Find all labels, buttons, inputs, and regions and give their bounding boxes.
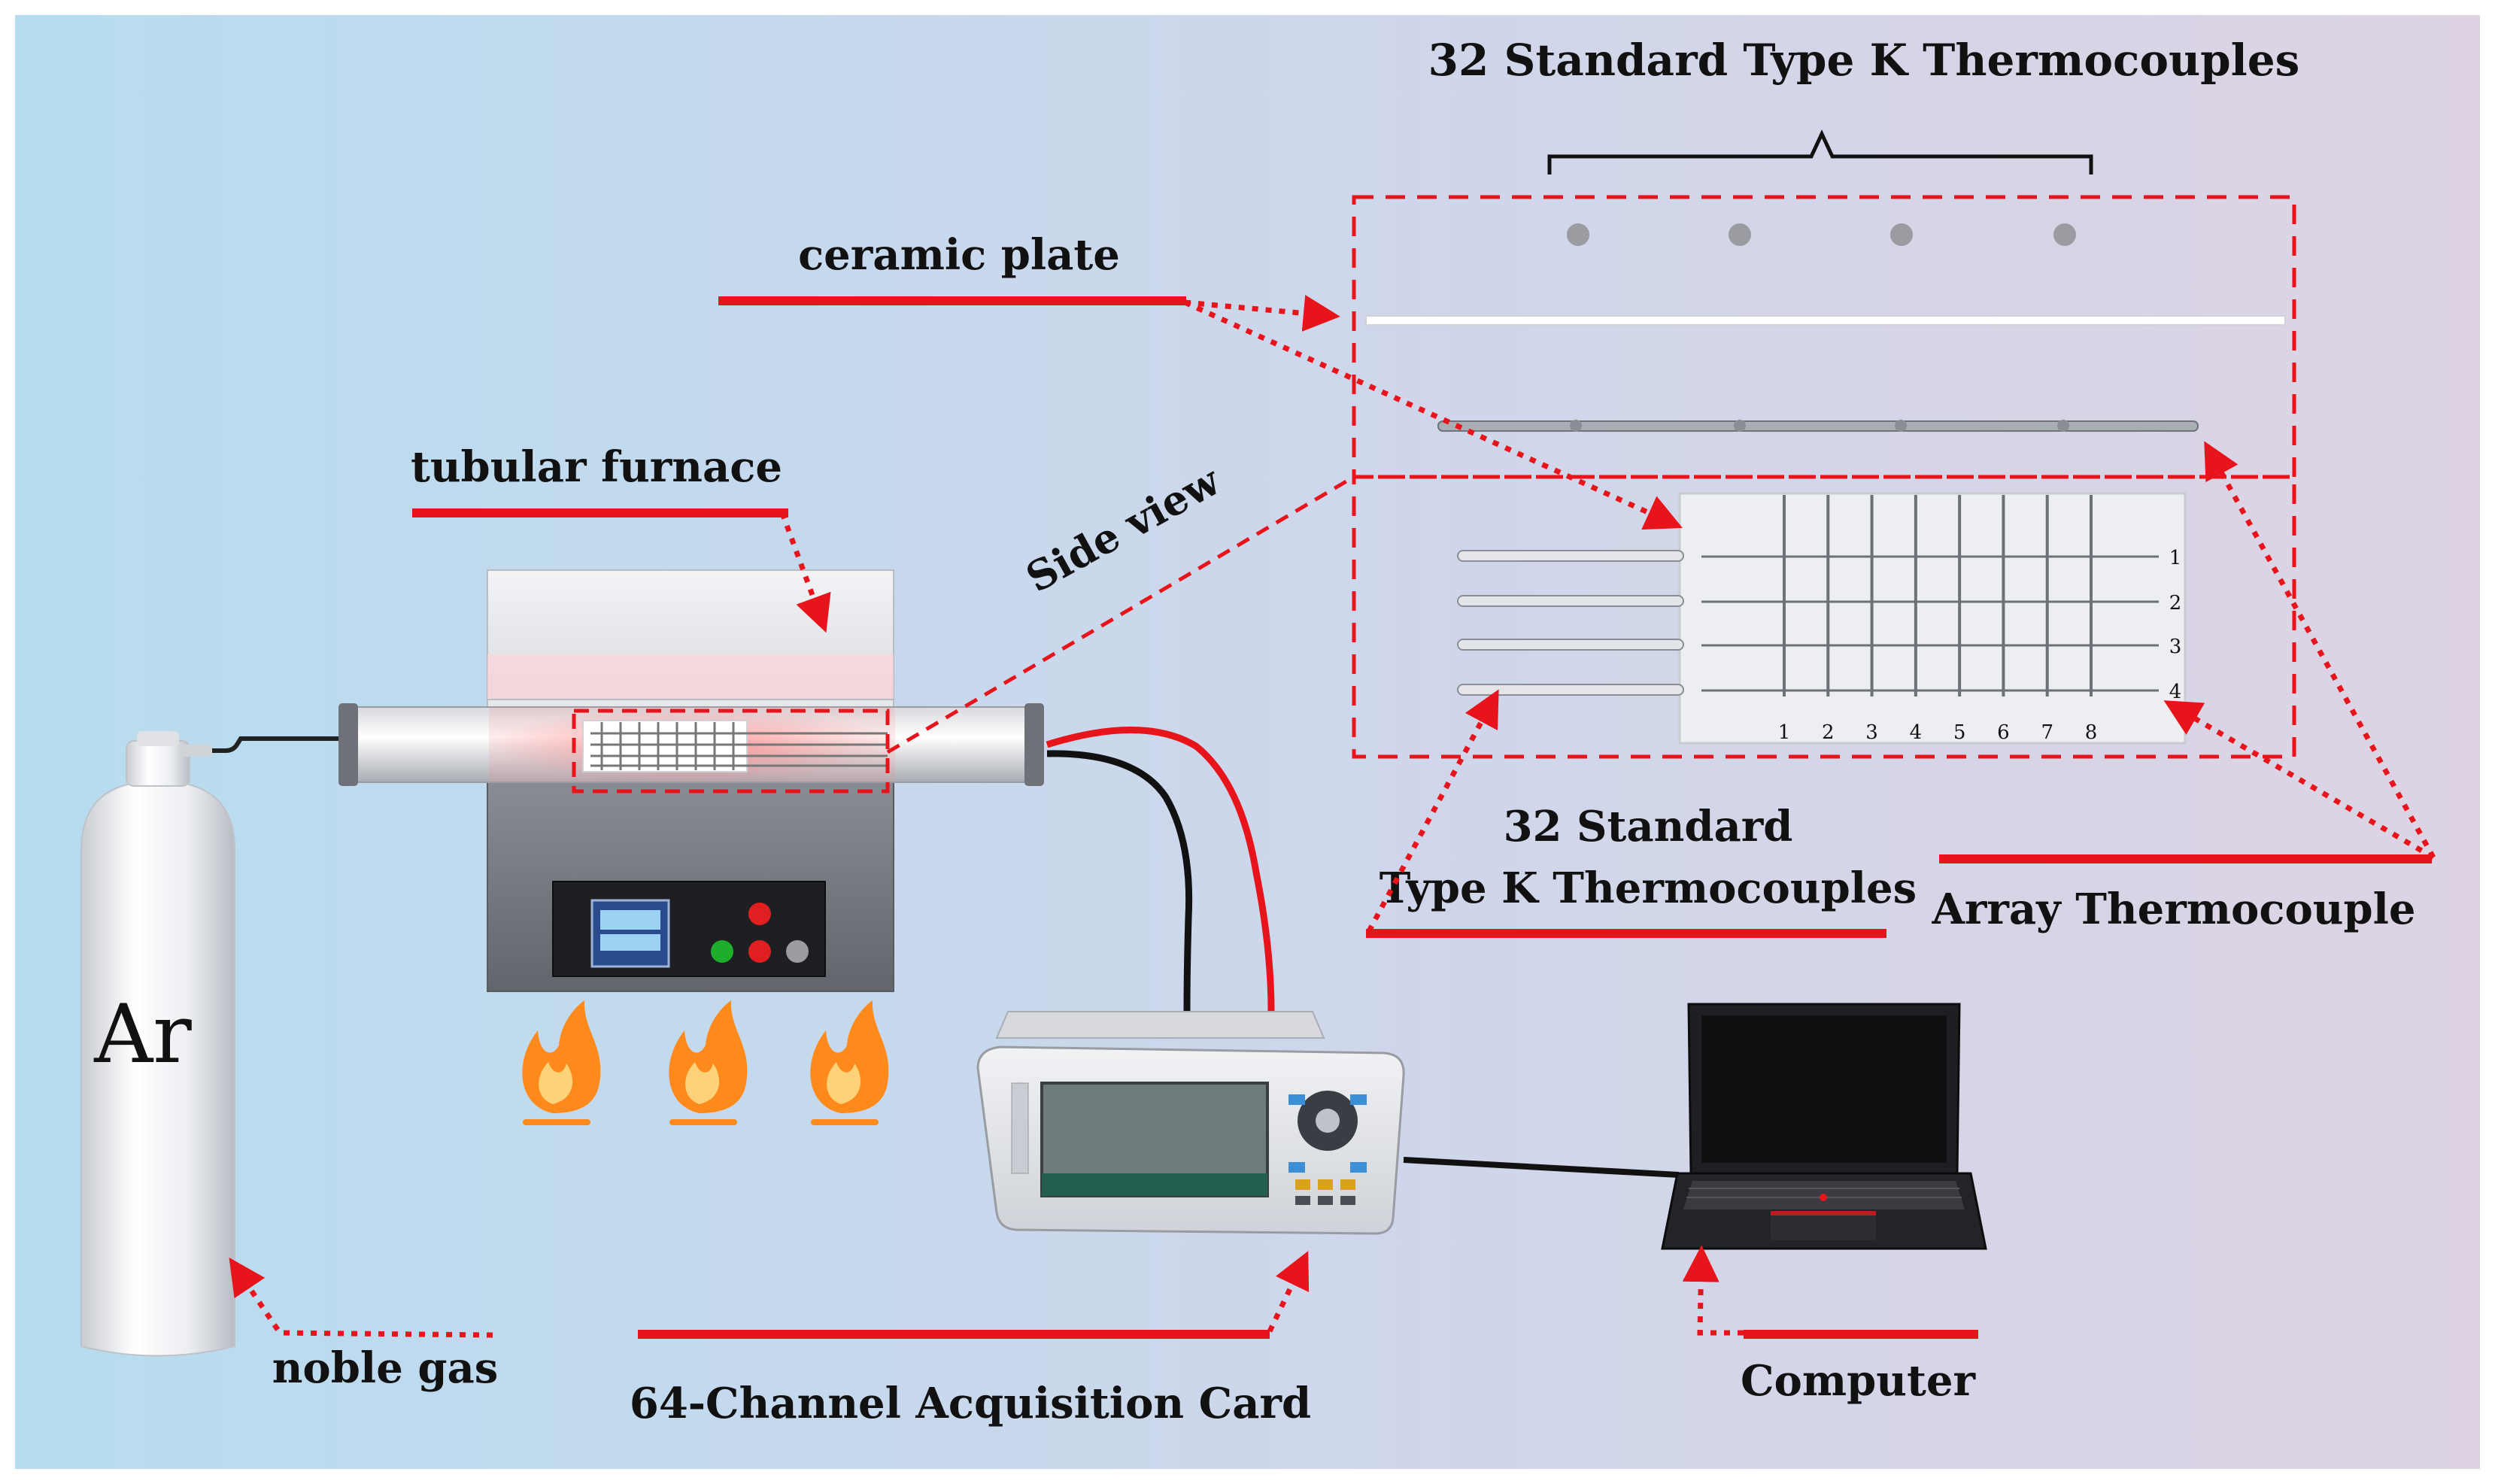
red-indicator-top [748,903,771,925]
computer-label: Computer [1741,1356,1977,1406]
data-cable [1403,1157,1680,1178]
thermocouple-rod [1457,684,1684,696]
tubular-furnace-label: tubular furnace [411,442,782,492]
ceramic-plate-underline [718,296,1186,305]
thermocouple-rod [1457,550,1684,562]
standard-thermocouples-underline [1366,929,1886,938]
ceramic-plate-grid [1678,492,2187,745]
acquisition-card-device [976,1011,1405,1235]
grid-col-label: 8 [2085,721,2098,744]
flame-icons [522,1000,889,1125]
array-thermocouple-label: Array Thermocouple [1931,885,2415,934]
noble-gas-label: noble gas [272,1343,499,1393]
arrow-noble-gas [229,1257,493,1338]
grid-row-label: 1 [2169,547,2182,569]
arrow-computer [1682,1245,1744,1336]
arrow-ceramic-to-sideview [1184,295,1340,332]
argon-label: Ar [93,988,192,1082]
array-thermocouple-overline [1939,854,2432,863]
arrow-acquisition-card [1267,1251,1310,1333]
callout-arrows [229,295,2436,1338]
gas-line [212,736,340,753]
computer-underline [1744,1330,1978,1339]
side-view-box [1352,195,2296,479]
red-cable [1046,727,1275,1012]
arrow-ceramic-to-grid [1183,299,1683,530]
arrow-standard-thermocouples [1366,689,1499,933]
grid-col-label: 6 [1997,721,2010,744]
grey-button [786,940,809,963]
black-cable [1046,750,1193,1012]
grid-col-label: 7 [2041,721,2053,744]
thermocouple-rods [1457,550,1684,696]
red-button [748,940,771,963]
arrow-array-to-grid [2163,700,2435,860]
top-thermocouple-dots [1567,223,2076,246]
grid-row-label: 2 [2169,592,2182,615]
standard-thermocouples-label-line1: 32 Standard [1504,802,1793,851]
grid-col-label: 4 [1910,721,1923,744]
grid-col-label: 5 [1953,721,1966,744]
thermocouple-rod [1457,639,1684,651]
array-view-box [1352,475,2296,759]
arrow-array-to-rod [2204,441,2436,859]
sample-plate-mini [582,720,748,772]
laptop-computer [1661,1003,1987,1250]
argon-cylinder: Ar [80,731,235,1357]
flame-icon [810,1000,889,1125]
laptop-screen [1701,1015,1947,1163]
grid-col-label: 1 [1778,721,1791,744]
grid-lines [1701,495,2159,696]
arrow-furnace [779,511,831,633]
thermocouple-rod [1457,595,1684,607]
green-button [711,940,733,963]
flame-icon [522,1000,601,1125]
top-thermocouples-label: 32 Standard Type K Thermocouples [1428,35,2300,86]
ceramic-plate-label: ceramic plate [798,230,1120,280]
tubular-furnace-underline [412,508,788,517]
flame-icon [669,1000,748,1125]
furnace-tube [338,703,1044,794]
grid-row-label: 4 [2169,681,2182,703]
grid-row-label: 3 [2169,636,2182,658]
grid-row-labels: 1 2 3 4 [2169,547,2182,703]
grid-col-label: 3 [1865,721,1878,744]
grid-col-labels: 1 2 3 4 5 6 7 8 [1778,721,2098,744]
acquisition-card-label: 64-Channel Acquisition Card [630,1379,1311,1428]
standard-thermocouples-label-line2: Type K Thermocouples [1380,863,1917,913]
grid-col-label: 2 [1822,721,1835,744]
ceramic-plate-side [1365,315,2286,326]
acquisition-card-underline [638,1330,1270,1339]
furnace-callout-box [572,709,890,794]
array-rod-side [1437,420,2199,432]
top-brace [1547,129,2093,174]
